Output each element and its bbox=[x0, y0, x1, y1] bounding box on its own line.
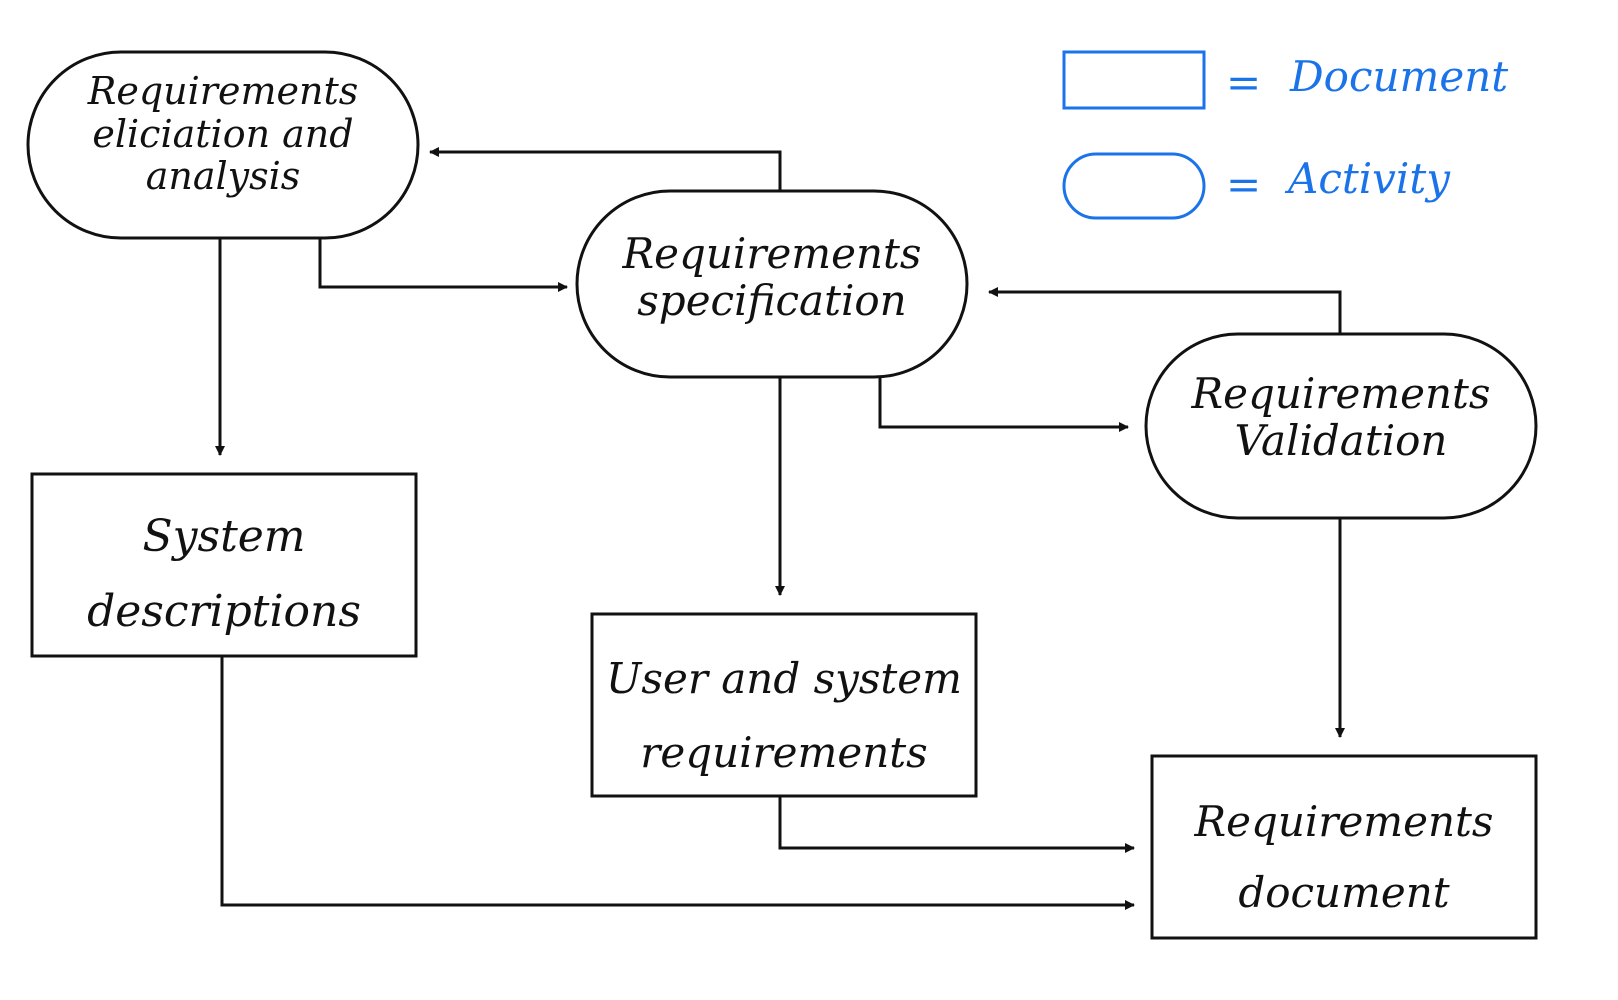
legend-document-label: Document bbox=[1290, 52, 1509, 101]
node-specification-label: Requirements specification bbox=[622, 229, 922, 326]
legend-document-swatch bbox=[1062, 50, 1206, 110]
node-validation-label: Requirements Validation bbox=[1191, 369, 1491, 466]
legend-activity-swatch bbox=[1062, 152, 1206, 220]
edge-user-sys-req-to-req-document bbox=[778, 796, 1135, 853]
legend-document-equals: = bbox=[1226, 58, 1262, 107]
legend-activity-equals: = bbox=[1226, 160, 1262, 209]
node-user-sys-req-label: User and system requirements bbox=[606, 654, 962, 777]
edge-specification-to-validation bbox=[878, 377, 1129, 432]
edge-elicitation-to-specification bbox=[318, 238, 568, 292]
edge-system-desc-to-req-document bbox=[220, 656, 1135, 910]
node-system-desc-label: System descriptions bbox=[87, 511, 361, 637]
node-system-desc-shape bbox=[30, 472, 418, 658]
node-elicitation-shape bbox=[26, 50, 420, 240]
legend-activity-label: Activity bbox=[1288, 154, 1450, 203]
edge-specification-to-elicitation bbox=[429, 147, 782, 191]
node-elicitation-label: Requirements eliciation and analysis bbox=[87, 69, 359, 199]
node-specification-shape bbox=[575, 189, 969, 379]
edge-validation-to-specification bbox=[988, 287, 1342, 334]
node-req-document-label: Requirements document bbox=[1194, 797, 1494, 918]
node-req-document-shape bbox=[1150, 754, 1538, 940]
node-user-sys-req-shape bbox=[590, 612, 978, 798]
